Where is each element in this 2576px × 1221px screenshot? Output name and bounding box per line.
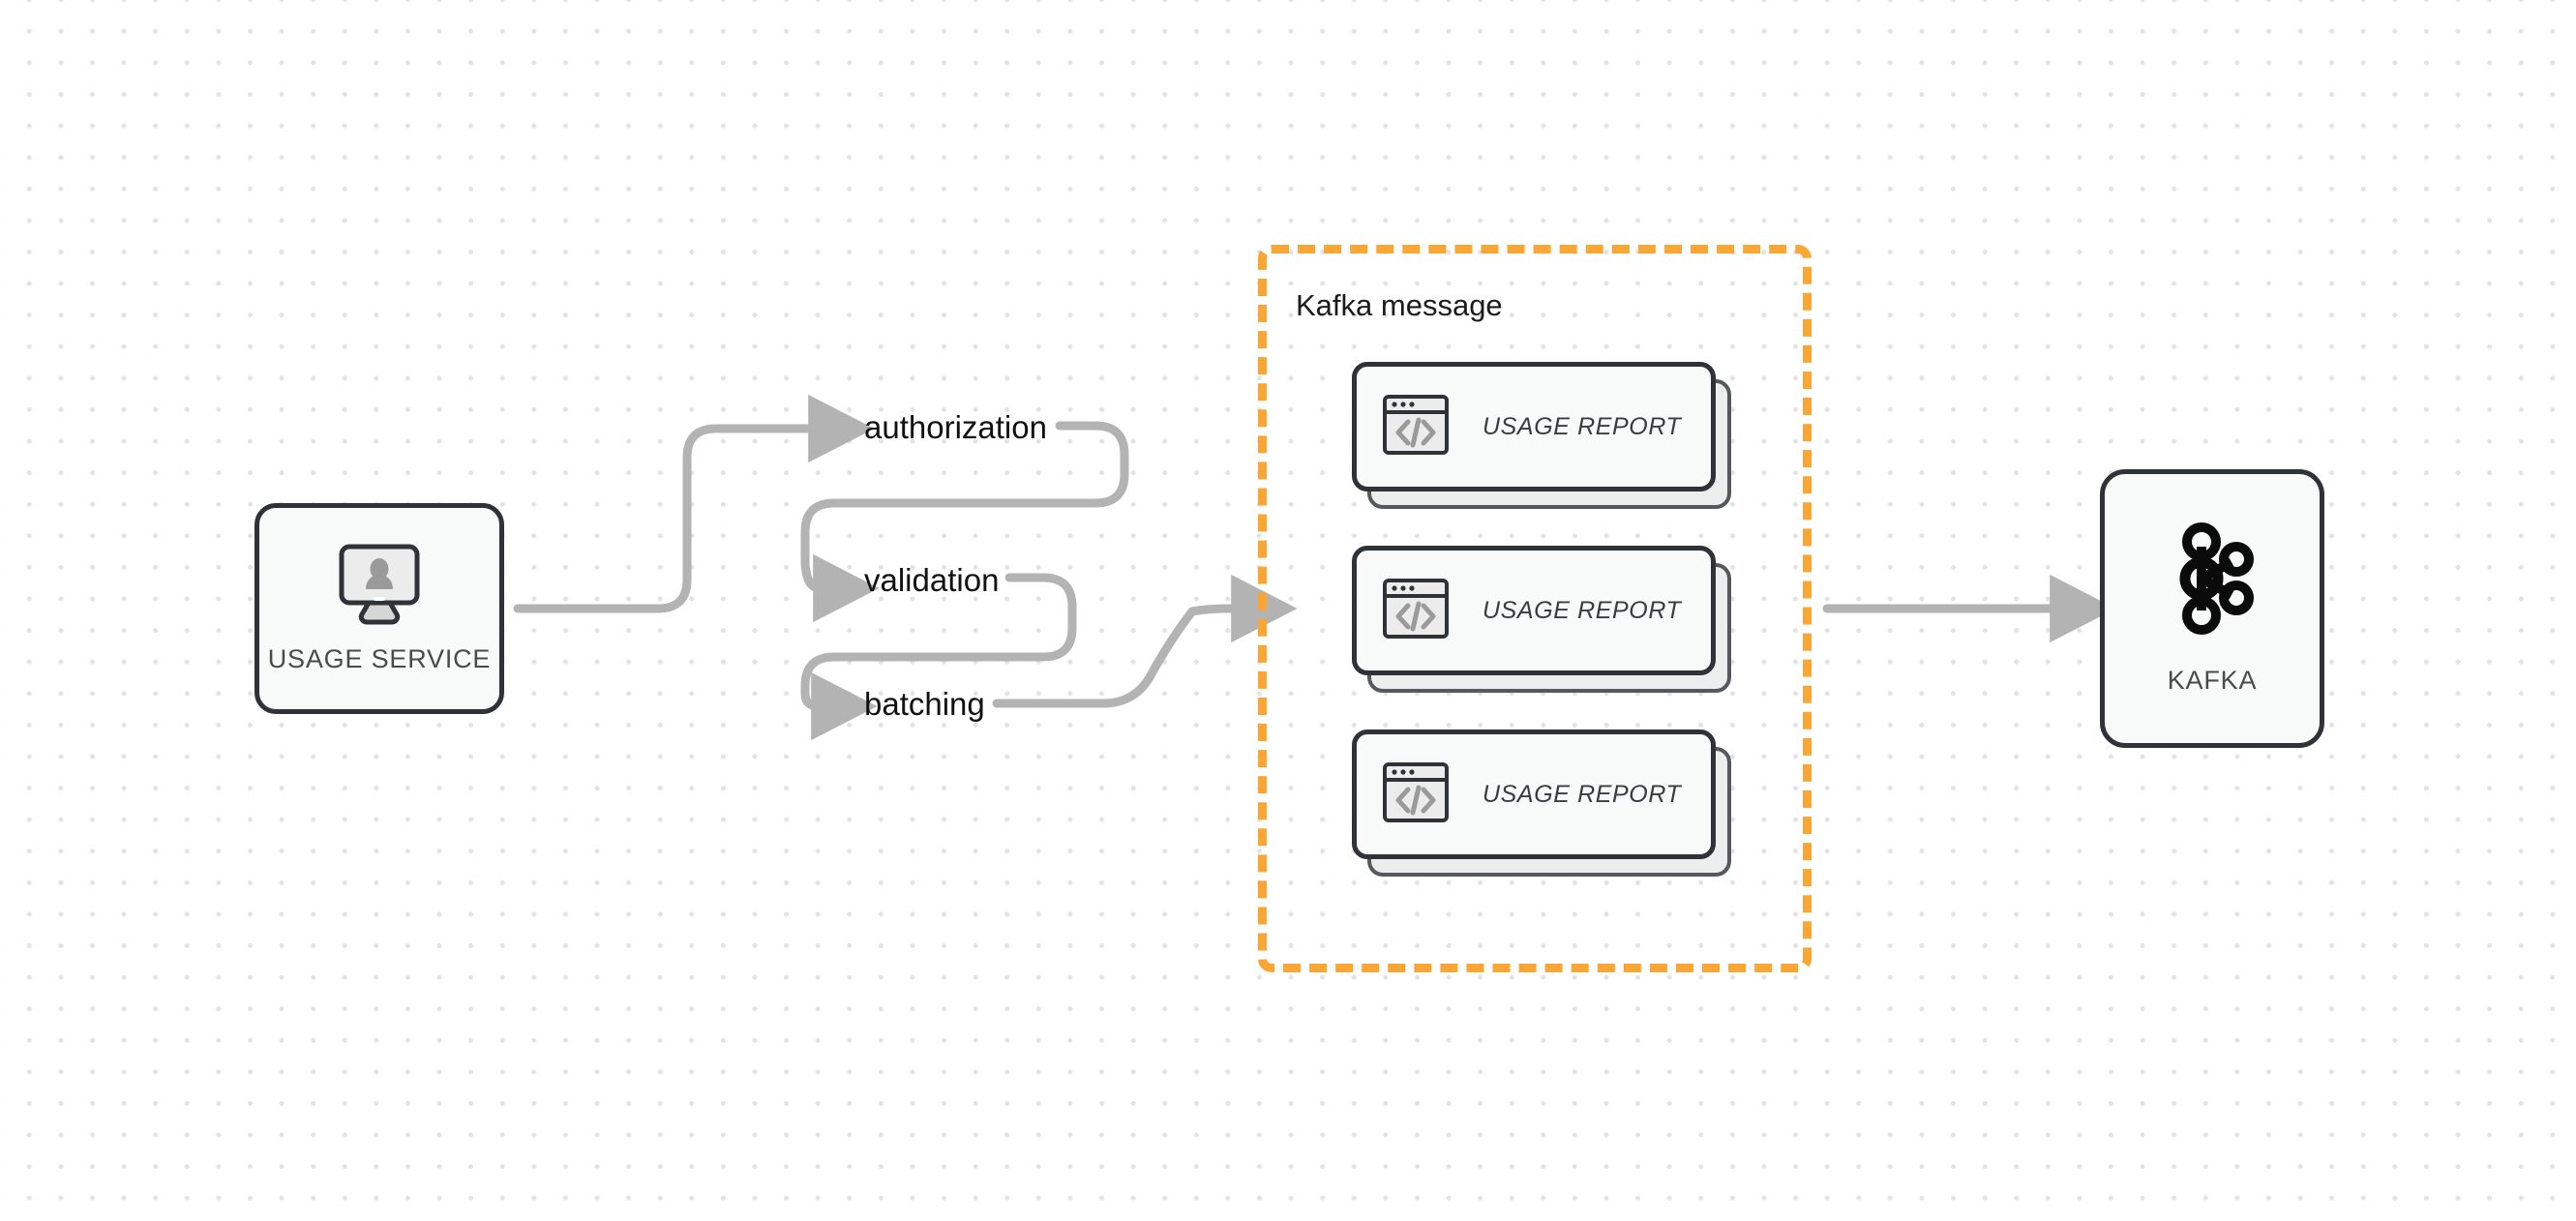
kafka-logo-icon	[2162, 521, 2262, 640]
edge-usage-service-to-authorization	[513, 394, 875, 613]
node-usage-service-label: USAGE SERVICE	[267, 644, 492, 673]
edge-batching-to-kafka-message	[992, 574, 1298, 708]
report-card-label: USAGE REPORT	[1483, 596, 1682, 624]
report-card[interactable]: USAGE REPORT	[1352, 546, 1716, 675]
report-card-label: USAGE REPORT	[1483, 412, 1682, 440]
node-kafka-label: KAFKA	[2167, 666, 2258, 695]
report-card[interactable]: USAGE REPORT	[1352, 730, 1716, 859]
report-card[interactable]: USAGE REPORT	[1352, 362, 1716, 491]
step-label-authorization[interactable]: authorization	[864, 409, 1047, 445]
code-window-icon	[1382, 391, 1450, 463]
group-kafka-message[interactable]: Kafka message USAGE REP	[1258, 245, 1812, 972]
node-kafka[interactable]: KAFKA	[2100, 469, 2324, 748]
report-card-stack[interactable]: USAGE REPORT	[1352, 546, 1731, 693]
step-label-validation[interactable]: validation	[864, 562, 1000, 598]
report-card-stack[interactable]: USAGE REPORT	[1352, 730, 1731, 877]
code-window-icon	[1382, 759, 1450, 831]
group-kafka-message-title: Kafka message	[1296, 288, 1503, 322]
report-card-stack[interactable]: USAGE REPORT	[1352, 362, 1731, 509]
node-usage-service[interactable]: USAGE SERVICE	[255, 503, 504, 714]
report-card-label: USAGE REPORT	[1483, 780, 1682, 808]
code-window-icon	[1382, 575, 1450, 647]
monitor-user-icon	[335, 543, 424, 631]
step-label-batching[interactable]: batching	[864, 686, 985, 722]
